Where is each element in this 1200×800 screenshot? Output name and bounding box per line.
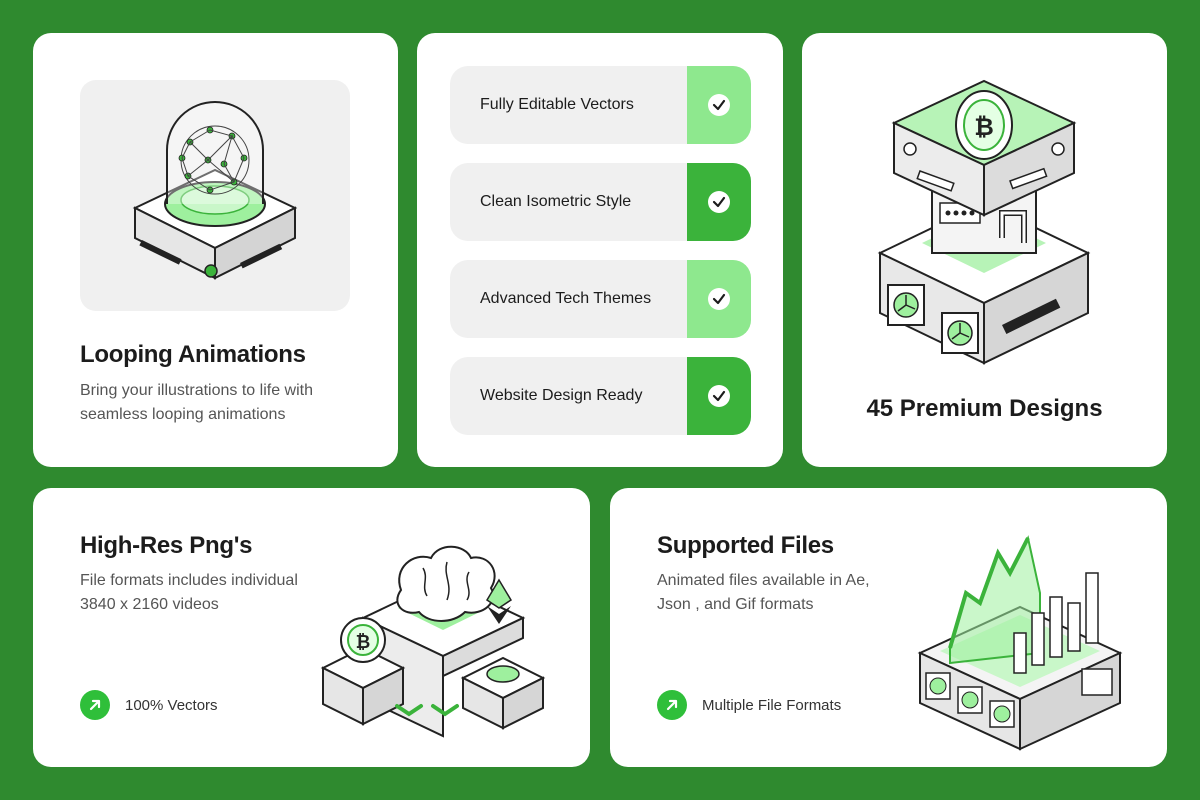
highres-description-line2: 3840 x 2160 videos xyxy=(80,596,219,613)
arrow-up-right-icon xyxy=(80,690,110,720)
globe-dome-icon xyxy=(132,101,298,280)
highres-title: High-Res Png's xyxy=(80,532,253,559)
check-icon xyxy=(708,191,730,213)
arrow-up-right-icon xyxy=(657,690,687,720)
brain-crypto-server-icon: ₿ xyxy=(320,545,546,738)
check-icon xyxy=(708,288,730,310)
feature-label: Advanced Tech Themes xyxy=(480,290,652,307)
highres-badge-label: 100% Vectors xyxy=(125,697,218,714)
feature-item-tech-themes: Advanced Tech Themes xyxy=(450,260,751,338)
bitcoin-mining-machine-icon: ₿ xyxy=(877,79,1091,365)
globe-dome-illustration xyxy=(80,80,350,311)
feature-check-box xyxy=(687,357,751,435)
highres-description-line1: File formats includes individual xyxy=(80,572,298,589)
files-title: Supported Files xyxy=(657,532,834,559)
feature-check-box xyxy=(687,66,751,144)
looping-title: Looping Animations xyxy=(80,341,306,368)
feature-check-box xyxy=(687,260,751,338)
feature-label: Website Design Ready xyxy=(480,387,643,404)
feature-check-box xyxy=(687,163,751,241)
card-supported-files: Supported Files Animated files available… xyxy=(610,488,1167,767)
looping-description-line2: seamless looping animations xyxy=(80,406,286,423)
svg-text:₿: ₿ xyxy=(356,632,371,653)
looping-description-line1: Bring your illustrations to life with xyxy=(80,382,313,399)
feature-label: Clean Isometric Style xyxy=(480,193,632,210)
premium-title: 45 Premium Designs xyxy=(866,395,1103,422)
files-description-line1: Animated files available in Ae, xyxy=(657,572,870,589)
svg-text:₿: ₿ xyxy=(974,113,994,141)
card-high-res-pngs: High-Res Png's File formats includes ind… xyxy=(33,488,590,767)
check-icon xyxy=(708,385,730,407)
check-icon xyxy=(708,94,730,116)
feature-label: Fully Editable Vectors xyxy=(480,96,634,113)
card-feature-list: Fully Editable Vectors Clean Isometric S… xyxy=(417,33,783,467)
card-looping-animations: Looping Animations Bring your illustrati… xyxy=(33,33,398,467)
files-badge-label: Multiple File Formats xyxy=(702,697,842,714)
card-premium-designs: ₿ 45 Premium Designs xyxy=(802,33,1167,467)
files-description-line2: Json , and Gif formats xyxy=(657,596,814,613)
growth-chart-server-icon xyxy=(917,535,1123,751)
feature-item-isometric-style: Clean Isometric Style xyxy=(450,163,751,241)
feature-item-website-ready: Website Design Ready xyxy=(450,357,751,435)
feature-item-editable-vectors: Fully Editable Vectors xyxy=(450,66,751,144)
